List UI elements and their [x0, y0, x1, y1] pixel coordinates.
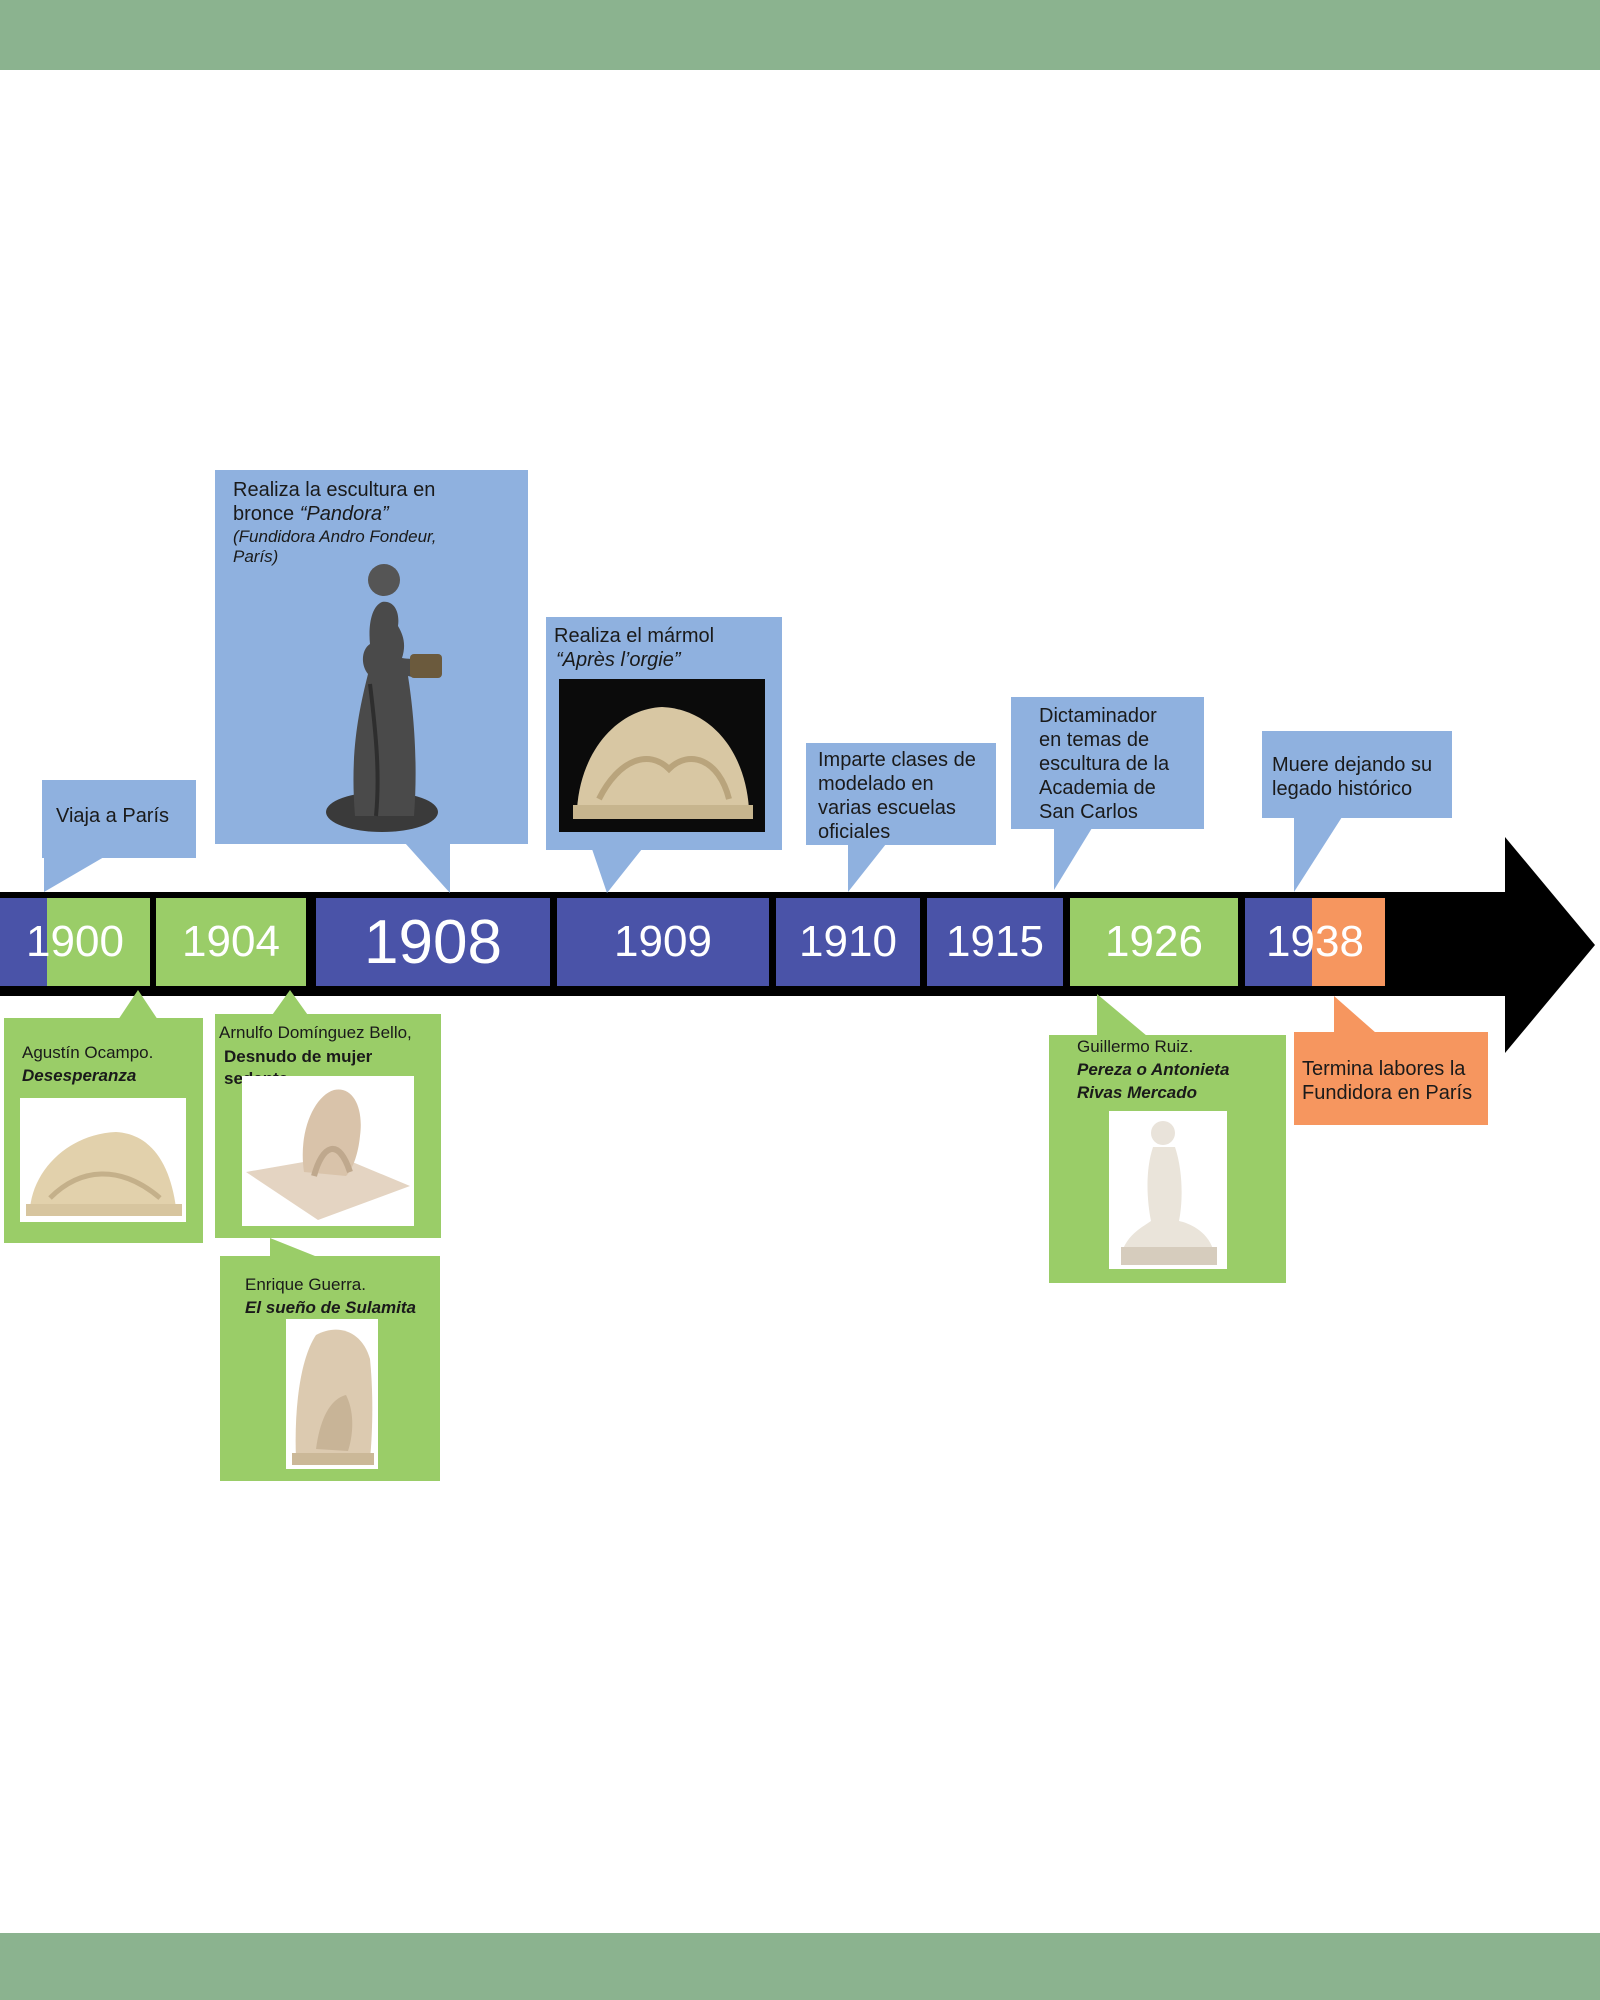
year-1909: 1909: [557, 898, 769, 986]
callout-pointer: [118, 990, 158, 1020]
callout-pointer: [405, 843, 450, 893]
callout-paris-trip: Viaja a París: [42, 780, 196, 858]
timeline-arrowhead: [1505, 837, 1595, 1053]
callout-pointer: [592, 849, 642, 893]
callout-pointer: [1054, 828, 1092, 890]
callout-pointer: [1097, 994, 1147, 1036]
desesperanza-image: [20, 1098, 186, 1222]
callout-ruiz: Guillermo Ruiz. Pereza o Antonieta Rivas…: [1049, 1035, 1286, 1283]
year-1900: 1900: [0, 898, 150, 986]
year-1910: 1910: [776, 898, 920, 986]
callout-dominguez: Arnulfo Domínguez Bello, Desnudo de muje…: [215, 1014, 441, 1238]
callout-academia: Dictaminador en temas de escultura de la…: [1011, 697, 1204, 829]
pandora-sculpture-image: [326, 564, 442, 832]
year-1904: 1904: [156, 898, 306, 986]
year-1938: 1938: [1245, 898, 1385, 986]
callout-foundry-closes: Termina labores la Fundidora en París: [1294, 1032, 1488, 1125]
callout-death: Muere dejando su legado histórico: [1262, 731, 1452, 818]
callout-pointer: [270, 990, 310, 1018]
bottom-band: [0, 1933, 1600, 2000]
year-1915: 1915: [927, 898, 1063, 986]
pandora-title-line: bronce “Pandora”: [233, 503, 389, 525]
callout-pointer: [44, 857, 104, 892]
pereza-antonieta-image: [1109, 1111, 1227, 1269]
apres-lorgie-image: [559, 679, 765, 832]
callout-pointer: [270, 1238, 315, 1256]
desnudo-mujer-sedente-image: [242, 1076, 414, 1226]
callout-pointer: [1334, 996, 1376, 1033]
callout-ocampo: Agustín Ocampo. Desesperanza: [4, 1018, 203, 1243]
callout-pointer: [848, 844, 886, 892]
year-1926: 1926: [1070, 898, 1238, 986]
year-1908: 1908: [316, 898, 550, 986]
callout-pandora: Realiza la escultura en bronce “Pandora”…: [215, 470, 528, 844]
top-band: [0, 0, 1600, 70]
callout-pointer: [1294, 817, 1342, 892]
callout-teaching: Imparte clases de modelado en varias esc…: [806, 743, 996, 845]
callout-guerra: Enrique Guerra. El sueño de Sulamita: [220, 1256, 440, 1481]
sueno-de-sulamita-image: [286, 1319, 378, 1469]
callout-apres-lorgie: Realiza el mármol “Après l’orgie”: [546, 617, 782, 850]
